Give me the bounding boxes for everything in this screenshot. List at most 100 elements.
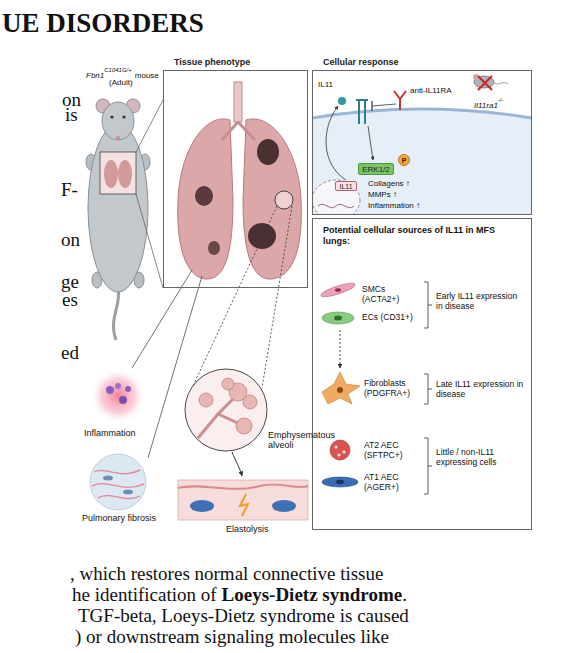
signaling-symbols-part xyxy=(358,100,360,124)
sources-box: Potential cellular sources of IL11 in MF… xyxy=(312,218,532,530)
inflammation-illustration-part xyxy=(90,368,146,424)
inflammation-illustration-part xyxy=(119,396,127,404)
bracket-note: Early IL11 expression in disease xyxy=(436,292,524,312)
mouse-illustration-part xyxy=(100,152,136,194)
lung-illustration-part xyxy=(257,139,279,165)
fibrosis-illustration xyxy=(90,454,146,510)
alveoli-illustration xyxy=(185,369,267,451)
cell-type-label: Fibroblasts (PDGFRA+) xyxy=(364,379,422,399)
cell-source-icons-part xyxy=(342,450,345,453)
body-text-fragment: on xyxy=(61,229,80,251)
fibrosis-illustration-part xyxy=(90,454,146,510)
elastolysis-illustration-part xyxy=(178,480,308,520)
signaling-symbols-part xyxy=(371,101,372,111)
node-text: IL11 xyxy=(339,183,352,190)
signaling-symbols-part xyxy=(368,126,373,160)
knockout-label: Il11ra1-/- xyxy=(474,94,504,112)
leader-lines-part xyxy=(232,452,242,476)
mouse-illustration-part xyxy=(102,102,134,140)
mouse-illustration-part xyxy=(116,136,120,140)
signaling-symbols-part xyxy=(356,99,368,101)
cell-source-icons-part xyxy=(322,372,360,404)
body-text-line: ) or downstream signaling molecules like xyxy=(75,626,389,648)
lung-illustration-part xyxy=(275,191,293,209)
elastolysis-illustration-part xyxy=(240,494,248,516)
phenotype-label: Emphysematous alveoli xyxy=(268,430,330,451)
leader-lines-part xyxy=(132,270,192,368)
cell-source-icons-part xyxy=(336,480,344,484)
cell-type-label: AT1 AEC (AGER+) xyxy=(364,473,420,493)
kinase-box: ERK1/2 xyxy=(358,163,394,175)
gene-name: Il11ra1 xyxy=(474,101,498,110)
ligand-label: IL11 xyxy=(318,80,333,89)
cell-source-icons-part xyxy=(334,445,337,448)
page-heading: UE DISORDERS xyxy=(2,8,204,39)
inflammation-illustration-part xyxy=(125,386,131,392)
fibrosis-illustration-part xyxy=(123,490,133,495)
output-label: Inflammation ↑ xyxy=(368,201,420,210)
body-text-line: , which restores normal connective tissu… xyxy=(70,563,383,585)
cell-source-icons-part xyxy=(330,440,350,460)
signaling-symbols-part xyxy=(326,106,346,180)
inflammation-illustration xyxy=(90,368,146,424)
inflammation-illustration-part xyxy=(106,386,114,394)
cell-illustration-part xyxy=(312,109,532,118)
phospho-circle: P xyxy=(398,154,410,166)
node-text: Potential cellular sources of IL11 in MF… xyxy=(323,225,513,248)
phenotype-label: Elastolysis xyxy=(226,524,269,534)
phenotype-label: Pulmonary fibrosis xyxy=(82,513,156,523)
alveoli-illustration-part xyxy=(236,418,252,434)
cell-type-label: AT2 AEC (SFTPC+) xyxy=(364,441,420,461)
leader-lines-part xyxy=(262,206,292,388)
cell-type-label: SMCs (ACTA2+) xyxy=(362,285,422,305)
mouse-illustration-part xyxy=(136,100,163,152)
node-text: ERK1/2 xyxy=(362,165,390,174)
lung-illustration-part xyxy=(222,122,255,140)
mouse-illustration-part xyxy=(113,288,118,340)
cell-source-icons-part xyxy=(334,316,342,321)
inflammation-illustration-part xyxy=(115,383,121,389)
node-text: P xyxy=(402,157,407,164)
alveoli-illustration-part xyxy=(222,378,234,390)
lung-illustration-part xyxy=(243,119,301,279)
cell-source-icons-part xyxy=(424,282,432,328)
antibody-label: anti-IL11RA xyxy=(410,86,452,95)
body-text-fragment: is xyxy=(65,104,78,126)
organism-label: mouse xyxy=(135,71,159,80)
bracket-note: Late IL11 expression in disease xyxy=(436,380,524,400)
leader-lines-part xyxy=(192,206,277,388)
cell-illustration xyxy=(312,109,532,215)
signaling-symbols-part xyxy=(394,91,406,110)
bracket-note: Little / non-IL11 expressing cells xyxy=(436,448,512,468)
alveoli-illustration-part xyxy=(185,369,267,451)
cell-type-label: ECs (CD31+) xyxy=(362,313,422,323)
elastolysis-illustration-part xyxy=(190,500,214,512)
cell-source-icons-part xyxy=(337,453,340,456)
elastolysis-illustration-part xyxy=(272,500,296,512)
signaling-symbols xyxy=(326,74,508,180)
elastolysis-illustration-part xyxy=(178,484,308,488)
lung-illustration-part xyxy=(208,241,220,255)
cell-source-icons-part xyxy=(340,330,341,368)
cell-illustration-part xyxy=(312,180,360,215)
mouse-illustration-part xyxy=(110,115,113,118)
phenotype-label: Inflammation xyxy=(84,428,136,438)
mouse-illustration-part xyxy=(118,160,132,188)
alveoli-illustration-part xyxy=(199,393,213,407)
lung-illustration-part xyxy=(248,223,276,249)
cell-source-icons-part xyxy=(320,281,357,300)
node-text: Cellular response xyxy=(323,57,399,67)
lung-illustration-part xyxy=(234,82,242,122)
output-label: MMPs ↑ xyxy=(368,190,397,199)
genotype-superscript: -/- xyxy=(498,97,504,103)
fibrosis-illustration-part xyxy=(92,470,144,499)
lung-illustration-part xyxy=(195,186,213,206)
figure-panel: Tissue phenotype xyxy=(163,70,308,288)
body-text-line: TGF-beta, Loeys-Dietz syndrome is caused xyxy=(78,605,409,627)
mouse-illustration-part xyxy=(104,160,118,188)
body-text-fragment: F- xyxy=(61,179,78,201)
body-text-fragment: es xyxy=(62,289,78,311)
